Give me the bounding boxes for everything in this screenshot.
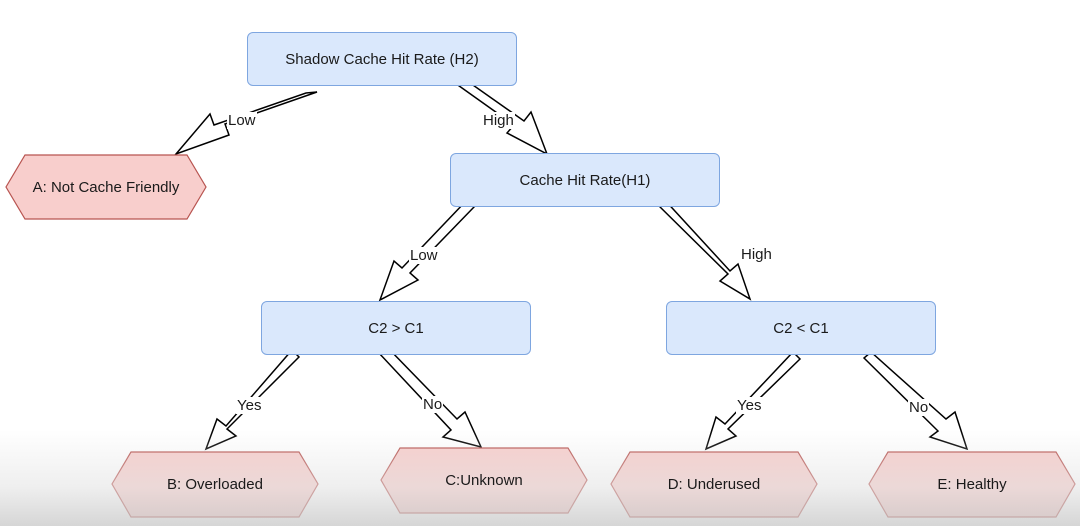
outcome-label: D: Underused <box>667 476 761 493</box>
arrow-h2-low <box>173 91 318 156</box>
edge-label-h2-high: High <box>482 112 515 129</box>
outcome-label: A: Not Cache Friendly <box>32 178 180 196</box>
decision-cache-hit-rate: Cache Hit Rate(H1) <box>450 153 720 207</box>
edge-label-c2gt-yes: Yes <box>236 397 263 414</box>
decision-label: Cache Hit Rate(H1) <box>519 171 651 189</box>
decision-label: C2 < C1 <box>773 319 829 337</box>
decision-label: Shadow Cache Hit Rate (H2) <box>285 50 479 68</box>
outcome-healthy: E: Healthy <box>868 451 1076 518</box>
outcome-overloaded: B: Overloaded <box>111 451 319 518</box>
decision-label: C2 > C1 <box>368 319 424 337</box>
edge-label-h2-low: Low <box>227 112 257 129</box>
decision-c2-less-than-c1: C2 < C1 <box>666 301 936 355</box>
edge-label-c2gt-no: No <box>422 396 444 413</box>
arrow-h1-high <box>654 195 752 301</box>
edge-label-h1-high: High <box>740 246 773 263</box>
outcome-unknown: C:Unknown <box>380 447 588 514</box>
edge-label-h1-low: Low <box>409 247 439 264</box>
outcome-underused: D: Underused <box>610 451 818 518</box>
outcome-label: B: Overloaded <box>167 476 263 493</box>
outcome-label: E: Healthy <box>937 476 1007 493</box>
outcome-label: C:Unknown <box>445 472 523 489</box>
edge-label-c2lt-yes: Yes <box>736 397 763 414</box>
outcome-not-cache-friendly: A: Not Cache Friendly <box>5 154 207 220</box>
outcome-shape <box>5 154 207 220</box>
decision-c2-greater-than-c1: C2 > C1 <box>261 301 531 355</box>
decision-shadow-cache-hit-rate: Shadow Cache Hit Rate (H2) <box>247 32 517 86</box>
edge-label-c2lt-no: No <box>908 399 930 416</box>
